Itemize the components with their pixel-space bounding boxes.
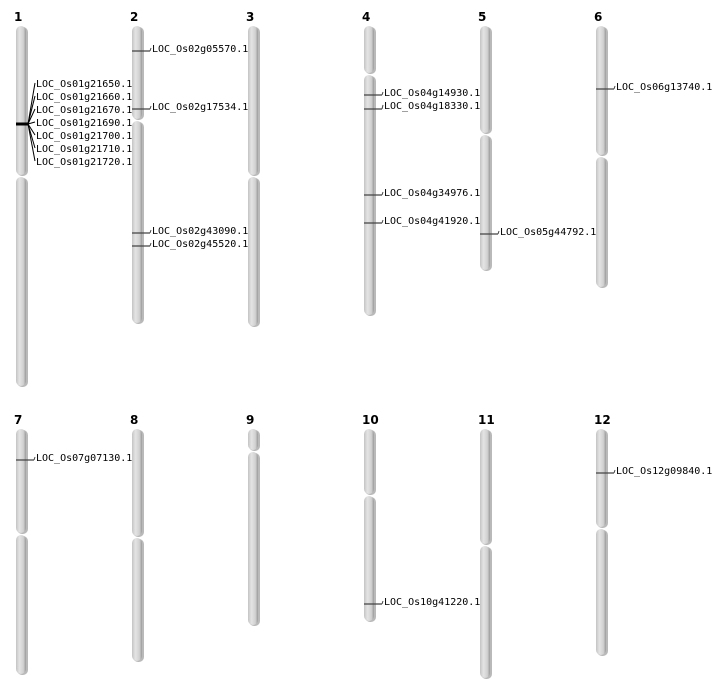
gene-label: LOC_Os02g17534.1 <box>152 102 248 113</box>
leader-line <box>27 82 36 125</box>
gene-label: LOC_Os02g05570.1 <box>152 44 248 55</box>
leader-line <box>27 123 36 136</box>
gene-label: LOC_Os01g21660.1 <box>36 92 132 103</box>
chromosome-number: 3 <box>246 10 254 24</box>
chromosome-number: 5 <box>478 10 486 24</box>
chromosome-number: 9 <box>246 413 254 427</box>
leader-line <box>381 600 384 605</box>
leader-line <box>33 456 36 461</box>
leader-line <box>613 469 616 474</box>
short-arm <box>16 26 26 175</box>
short-arm <box>596 26 606 155</box>
gene-label: LOC_Os01g21710.1 <box>36 144 132 155</box>
long-arm <box>248 452 258 625</box>
short-arm <box>480 429 490 544</box>
leader-line <box>497 230 500 235</box>
gene-label: LOC_Os04g41920.1 <box>384 216 480 227</box>
chromosome-number: 2 <box>130 10 138 24</box>
short-arm <box>248 429 258 450</box>
gene-label: LOC_Os12g09840.1 <box>616 466 712 477</box>
chromosome-number: 11 <box>478 413 495 427</box>
leader-line <box>149 242 152 247</box>
long-arm <box>16 177 26 386</box>
short-arm <box>364 429 374 494</box>
long-arm <box>364 496 374 621</box>
gene-label: LOC_Os02g45520.1 <box>152 239 248 250</box>
short-arm <box>132 26 142 119</box>
leader-line <box>149 105 152 110</box>
chromosome-2: 2LOC_Os02g05570.1LOC_Os02g17534.1LOC_Os0… <box>130 10 248 324</box>
chromosome-11: 11 <box>478 413 495 679</box>
chromosome-number: 4 <box>362 10 370 24</box>
short-arm <box>132 429 142 536</box>
long-arm <box>596 157 606 287</box>
long-arm <box>480 546 490 678</box>
short-arm <box>364 26 374 73</box>
gene-label: LOC_Os06g13740.1 <box>616 82 712 93</box>
short-arm <box>16 429 26 533</box>
chromosome-number: 8 <box>130 413 138 427</box>
gene-label: LOC_Os01g21650.1 <box>36 79 132 90</box>
leader-line <box>613 85 616 90</box>
leader-line <box>381 104 384 110</box>
gene-label: LOC_Os01g21720.1 <box>36 157 132 168</box>
gene-label: LOC_Os05g44792.1 <box>500 227 596 238</box>
chromosome-8: 8 <box>130 413 144 662</box>
gene-label: LOC_Os02g43090.1 <box>152 226 248 237</box>
chromosome-4: 4LOC_Os04g14930.1LOC_Os04g18330.1LOC_Os0… <box>362 10 480 316</box>
short-arm <box>248 26 258 175</box>
short-arm <box>480 26 490 133</box>
chromosome-number: 1 <box>14 10 22 24</box>
gene-label: LOC_Os01g21670.1 <box>36 105 132 116</box>
chromosome-number: 12 <box>594 413 611 427</box>
gene-label: LOC_Os01g21700.1 <box>36 131 132 142</box>
leader-line <box>381 191 384 196</box>
chromosome-number: 6 <box>594 10 602 24</box>
gene-label: LOC_Os04g14930.1 <box>384 88 480 99</box>
long-arm <box>480 135 490 270</box>
long-arm <box>132 121 142 323</box>
leader-line <box>27 95 36 125</box>
gene-label: LOC_Os04g34976.1 <box>384 188 480 199</box>
long-arm <box>596 529 606 655</box>
gene-label: LOC_Os04g18330.1 <box>384 101 480 112</box>
gene-label: LOC_Os10g41220.1 <box>384 597 480 608</box>
gene-label: LOC_Os07g07130.1 <box>36 453 132 464</box>
chromosome-number: 10 <box>362 413 379 427</box>
long-arm <box>248 177 258 326</box>
chromosome-9: 9 <box>246 413 260 626</box>
leader-line <box>381 91 384 96</box>
gene-label: LOC_Os01g21690.1 <box>36 118 132 129</box>
chromosome-3: 3 <box>246 10 260 327</box>
chromosome-1: 1LOC_Os01g21650.1LOC_Os01g21660.1LOC_Os0… <box>14 10 132 387</box>
short-arm <box>596 429 606 527</box>
leader-line <box>27 123 36 162</box>
leader-line <box>149 229 152 234</box>
leader-line <box>27 121 36 125</box>
leader-line <box>149 47 152 52</box>
long-arm <box>16 535 26 674</box>
chromosome-number: 7 <box>14 413 22 427</box>
leader-line <box>27 108 36 125</box>
long-arm <box>132 538 142 661</box>
leader-line <box>381 219 384 224</box>
